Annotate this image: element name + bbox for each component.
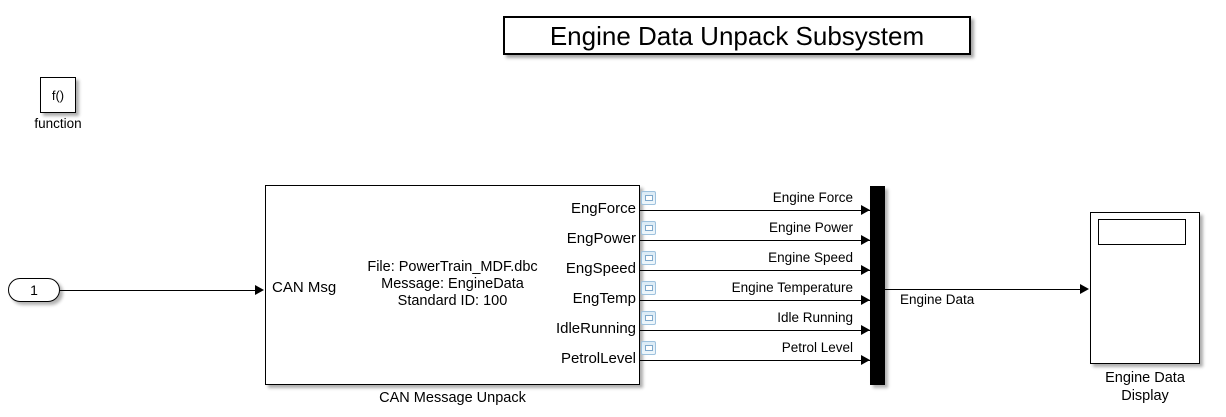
bus-creator-block[interactable] [870,186,885,385]
signal-label-engine-force: Engine Force [772,190,853,205]
wire-idlerunning[interactable] [640,330,873,331]
wire-engine-data[interactable] [885,289,1081,290]
signal-spec-icon-engtemp[interactable] [641,281,656,295]
unpack-param-file: File: PowerTrain_MDF.dbc [367,259,538,275]
wire-engforce[interactable] [640,210,873,211]
display-readout-field [1098,219,1186,245]
unpack-output-label-engtemp: EngTemp [572,290,636,307]
display-caption-line-2: Display [1121,388,1169,404]
unpack-output-label-idlerunning: IdleRunning [555,320,636,337]
inport-block-1[interactable]: 1 [8,278,60,302]
unpack-output-label-engpower: EngPower [566,230,636,247]
function-block-glyph: f() [51,87,65,103]
wire-engpower[interactable] [640,240,873,241]
arrow-mux-in-2 [861,234,870,245]
unpack-output-label-engforce: EngForce [570,200,636,217]
arrow-mux-in-3 [861,264,870,275]
diagram-title-box[interactable]: Engine Data Unpack Subsystem [503,16,971,55]
function-block-caption: function [34,116,82,131]
wire-inport-to-unpack[interactable] [60,290,255,291]
arrow-unpack-input [255,284,264,295]
signal-spec-icon-engspeed[interactable] [641,251,656,265]
function-block[interactable]: f() [40,77,76,113]
signal-spec-icon-petrollevel[interactable] [641,341,656,355]
signal-label-engine-data: Engine Data [900,292,975,307]
wire-engtemp[interactable] [640,300,873,301]
arrow-mux-in-1 [861,204,870,215]
wire-engspeed[interactable] [640,270,873,271]
display-caption-line-1: Engine Data [1105,370,1185,386]
arrow-display-input [1080,283,1089,294]
inport-number: 1 [30,282,38,298]
signal-label-petrol-level: Petrol Level [781,340,853,355]
arrow-mux-in-4 [861,294,870,305]
unpack-output-label-engspeed: EngSpeed [565,260,636,277]
signal-label-engine-temperature: Engine Temperature [731,280,853,295]
arrow-mux-in-6 [861,354,870,365]
signal-label-engine-speed: Engine Speed [768,250,853,265]
engine-data-display-caption: Engine Data Display [1075,369,1215,405]
unpack-param-message: Message: EngineData [381,276,524,292]
arrow-mux-in-5 [861,324,870,335]
can-message-unpack-block[interactable] [265,185,640,385]
signal-label-engine-power: Engine Power [768,220,853,235]
wire-petrollevel[interactable] [640,360,873,361]
unpack-input-port-label: CAN Msg [272,279,337,296]
signal-spec-icon-engpower[interactable] [641,221,656,235]
signal-label-idle-running: Idle Running [777,310,853,325]
unpack-param-id: Standard ID: 100 [397,293,508,309]
unpack-output-label-petrollevel: PetrolLevel [560,350,636,367]
page-title: Engine Data Unpack Subsystem [549,20,925,51]
signal-spec-icon-idlerunning[interactable] [641,311,656,325]
unpack-parameter-text: File: PowerTrain_MDF.dbc Message: Engine… [330,259,575,310]
signal-spec-icon-engforce[interactable] [641,191,656,205]
can-message-unpack-caption: CAN Message Unpack [379,390,526,406]
